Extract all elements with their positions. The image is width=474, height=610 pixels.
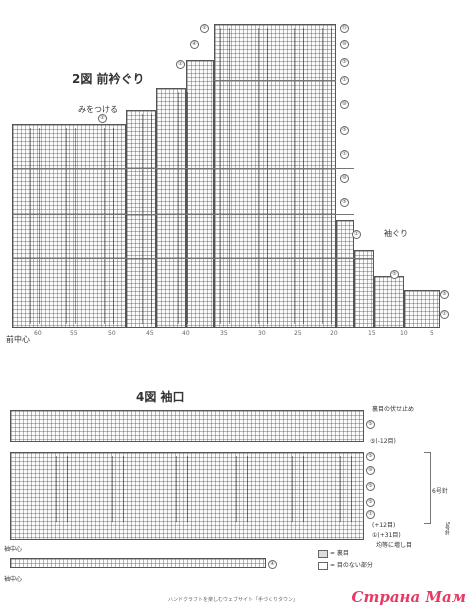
cable-column [220,28,230,324]
diagram2-armhole-label: 袖ぐり [384,229,408,238]
stitch-number: 40 [182,330,190,337]
diagram2-grid-arm3 [374,276,404,328]
row-marker: ⑤ [440,290,449,299]
band-line [12,168,354,169]
stitch-number: 15 [368,330,376,337]
diagram2-center-label: 前中心 [6,335,30,344]
stitch-number: 35 [220,330,228,337]
stitch-number: 20 [330,330,338,337]
diagram2-title: 2図 前衿ぐり [72,72,145,86]
row-marker: ⑤ [366,452,375,461]
row-marker: ⑤ [340,126,349,135]
even-increase-label: 均等に増し目 [376,542,413,549]
row-marker: ⑩ [340,40,349,49]
band-line [214,80,336,81]
watermark-logo: Страна Мам [351,588,466,606]
plus-label: (+12目) [372,522,396,529]
diagram4-grid-top [10,410,364,442]
row-marker: ⑤ [366,482,375,491]
watermark-bar [354,586,474,610]
legend-purl: = 裏目 [318,548,349,558]
legend-blank: = 目のない部分 [318,560,373,570]
sleeve-center-top-label: 袖中心 [4,546,23,553]
cable-column [340,456,352,522]
cable-column [292,456,304,522]
row-marker: ⑤ [340,198,349,207]
cast-off-label: 裏目の伏せ止め [372,406,415,413]
row-marker: ② [98,114,107,123]
row-marker: ① [440,310,449,319]
row-marker: ⑩ [340,100,349,109]
row-marker: ⑤ [366,420,375,429]
cable-column [30,128,40,324]
row-marker: ⑤ [340,58,349,67]
footer-text: ハンドクラフトを楽しむウェブサイト「手づくりタウン」 [168,597,299,603]
cable-column [104,128,114,324]
cable-column [142,114,152,324]
needle5-label: 5号針 [444,522,450,536]
row-marker: ⑤ [390,270,399,279]
stitch-number: 55 [70,330,78,337]
row-marker: ⑤ [366,498,375,507]
stitch-number: 30 [258,330,266,337]
cable-column [56,456,68,522]
stitch-number: 5 [430,330,434,337]
plus31-label: ①(+31目) [372,532,401,539]
row-marker: ② [200,24,209,33]
diagram2-grid-arm4 [404,290,440,328]
sleeve-center-bottom-label: 袖中心 [4,576,23,583]
stitch-number: 60 [34,330,42,337]
stitch-number: 10 [400,330,408,337]
diagram2-grid-arm2 [354,250,374,328]
row-marker: ⑮ [340,24,349,33]
row-marker: ① [340,76,349,85]
cable-column [236,456,248,522]
diagram2-grid-step3 [186,60,214,328]
diagram2-attach-label: みをつける [78,105,118,114]
diagram4-grid-bottom [10,558,266,568]
row-marker: ② [176,60,185,69]
row-marker: ④ [268,560,277,569]
cable-column [176,456,188,522]
needle6-label: 6号針 [432,488,448,495]
minus-label: ⑤(-12目) [370,438,396,445]
diagram4-grid-main [10,452,364,540]
bracket [424,452,431,524]
row-marker: ⑩ [340,174,349,183]
cable-column [112,456,124,522]
diagram2-grid-step2 [156,88,186,328]
row-marker: ① [366,510,375,519]
row-marker: ① [352,230,361,239]
diagram2-grid-main [214,24,336,328]
diagram2-grid-step1 [126,110,156,328]
band-line [12,214,354,215]
diagram2-grid-arm1 [336,220,354,328]
diagram2-grid-left [12,124,126,328]
purl-swatch-icon [318,549,328,558]
stitch-number: 25 [294,330,302,337]
row-marker: ① [340,150,349,159]
band-line [12,258,374,259]
blank-swatch-icon [318,561,328,570]
row-marker: ④ [190,40,199,49]
cable-column [178,92,188,324]
cable-column [322,28,332,324]
diagram4-title: 4図 袖口 [136,390,185,404]
cable-column [66,128,76,324]
stitch-number: 45 [146,330,154,337]
cable-column [294,28,304,324]
cable-column [258,28,268,324]
stitch-number: 50 [108,330,116,337]
row-marker: ⑩ [366,466,375,475]
